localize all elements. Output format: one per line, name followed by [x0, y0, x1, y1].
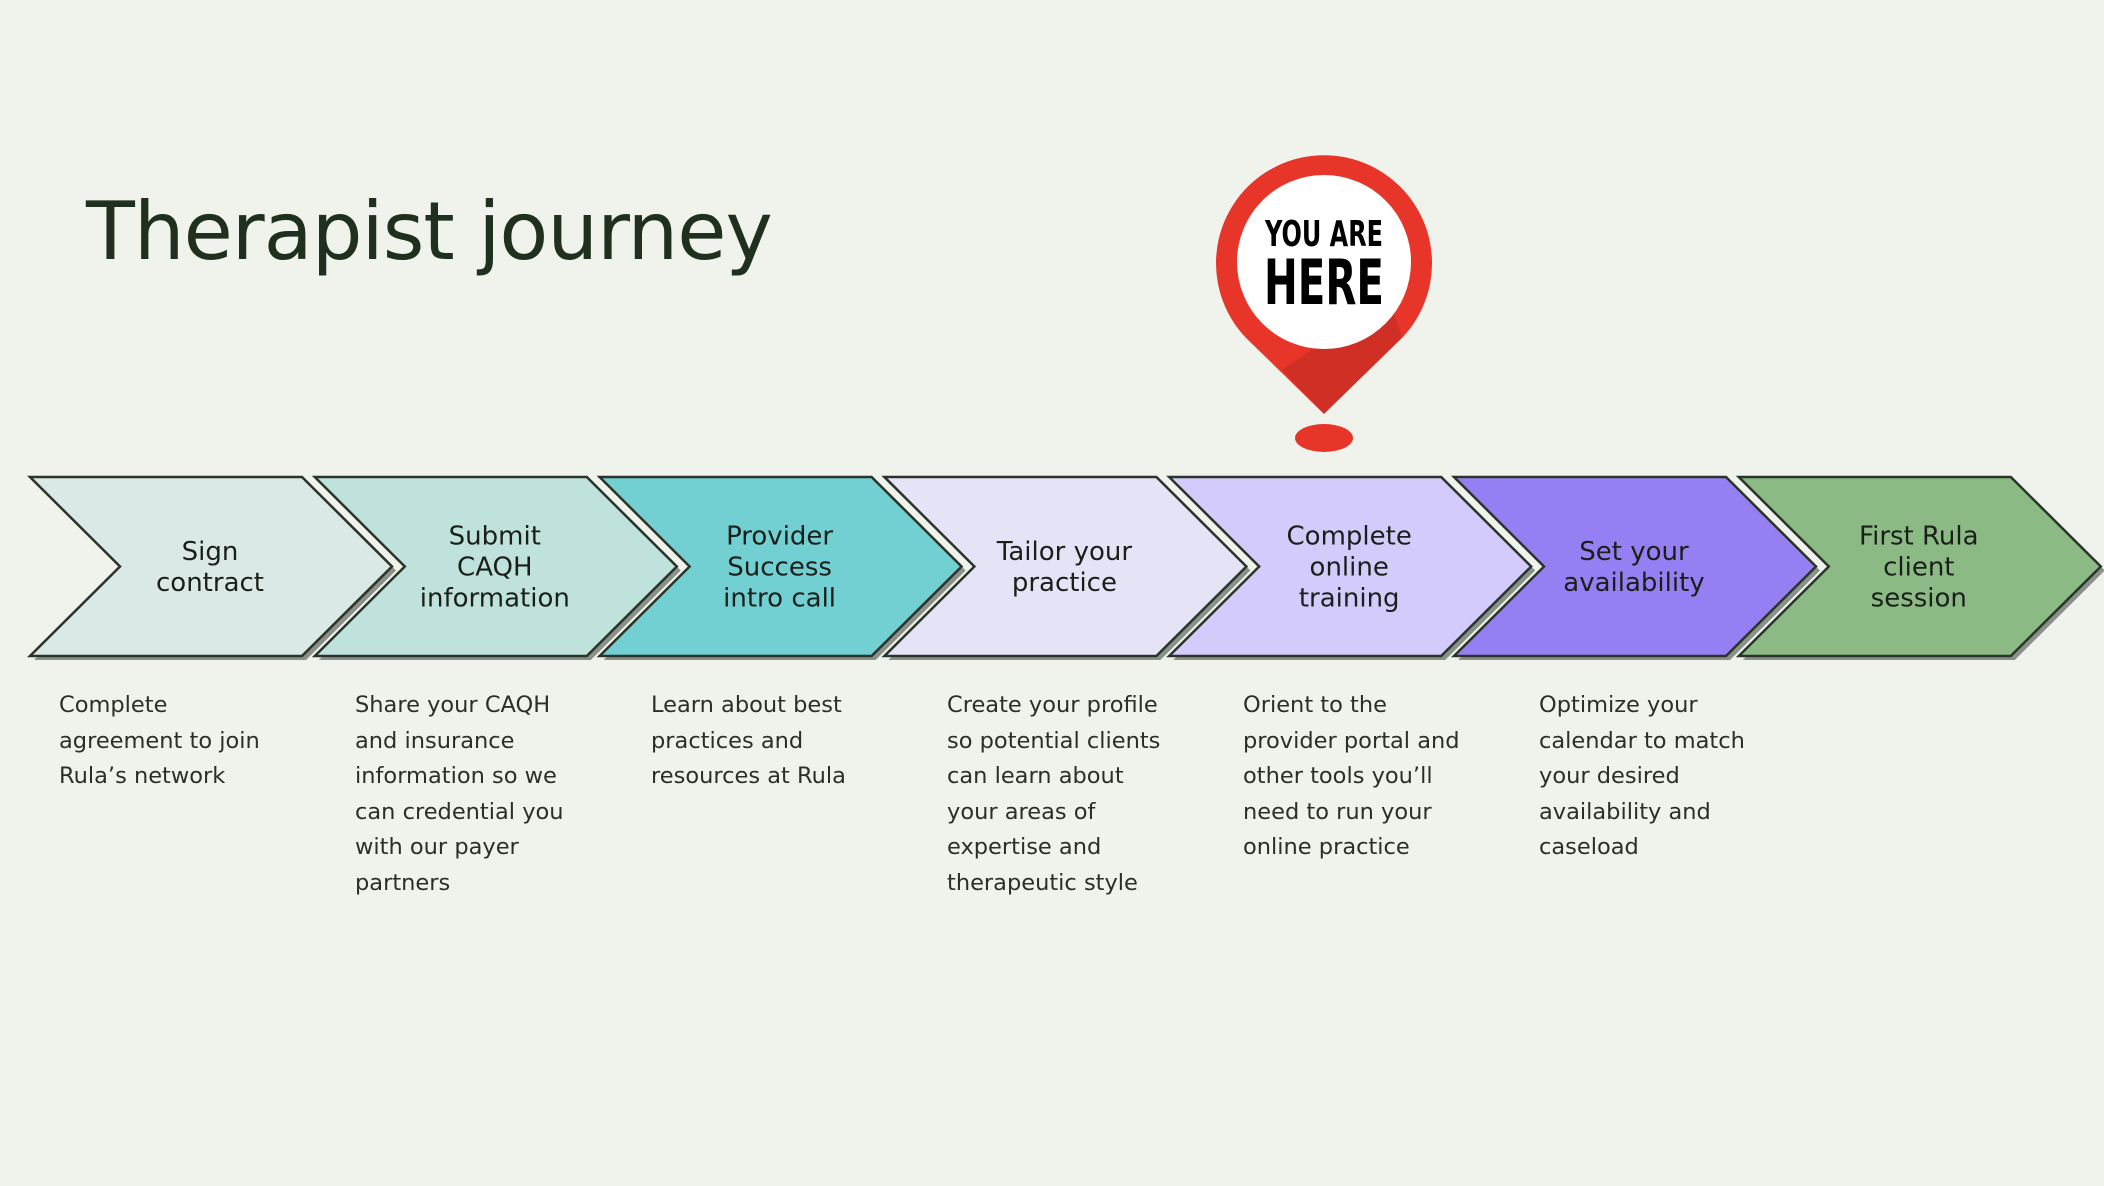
step-5-chevron — [1166, 475, 1533, 658]
step-3-description: Learn about best practices and resources… — [651, 692, 846, 789]
step-5-label-line: Complete — [1287, 522, 1412, 552]
step-2-label-line: CAQH — [457, 553, 533, 583]
step-5-description: Orient to the provider portal and other … — [1243, 692, 1460, 860]
pin-shadow — [1295, 424, 1353, 452]
you-are-here-pin-icon: YOU ARE HERE — [1216, 155, 1432, 452]
step-1-description: Complete agreement to join Rula’s networ… — [59, 692, 260, 789]
step-6-label-line: availability — [1563, 568, 1704, 598]
step-2-chevron — [311, 475, 679, 658]
pin-face — [1237, 175, 1411, 349]
step-4-chevron — [881, 475, 1249, 658]
step-3-chevron — [596, 475, 964, 658]
step-6-description: Optimize your calendar to match your des… — [1539, 692, 1745, 860]
step-3-label-line: intro call — [723, 584, 836, 614]
step-5-label-line: training — [1299, 584, 1400, 614]
step-7-chevron — [1735, 475, 2103, 658]
marker-line-1: YOU ARE — [1264, 214, 1383, 255]
step-7-label-line: First Rula — [1859, 522, 1979, 552]
step-1-label-line: contract — [156, 568, 264, 598]
step-4-description: Create your profile so potential clients… — [947, 692, 1161, 896]
step-5-label-line: online — [1310, 553, 1389, 583]
step-3-label-line: Success — [727, 553, 832, 583]
marker-line-2: HERE — [1264, 246, 1384, 319]
step-4-label-line: Tailor your — [996, 537, 1133, 567]
step-2-description: Share your CAQH and insurance informatio… — [355, 692, 564, 896]
step-3-label-line: Provider — [726, 522, 833, 552]
step-2-label-line: Submit — [449, 522, 541, 552]
step-4-label-line: practice — [1012, 568, 1117, 598]
step-2-label-line: information — [420, 584, 570, 614]
step-1-label-line: Sign — [182, 537, 239, 567]
step-1-chevron — [26, 475, 394, 658]
step-6-label-line: Set your — [1579, 537, 1689, 567]
step-7-label-line: session — [1871, 584, 1967, 614]
step-6-chevron — [1450, 475, 1818, 658]
step-7-label-line: client — [1883, 553, 1954, 583]
page-title: Therapist journey — [86, 185, 773, 278]
